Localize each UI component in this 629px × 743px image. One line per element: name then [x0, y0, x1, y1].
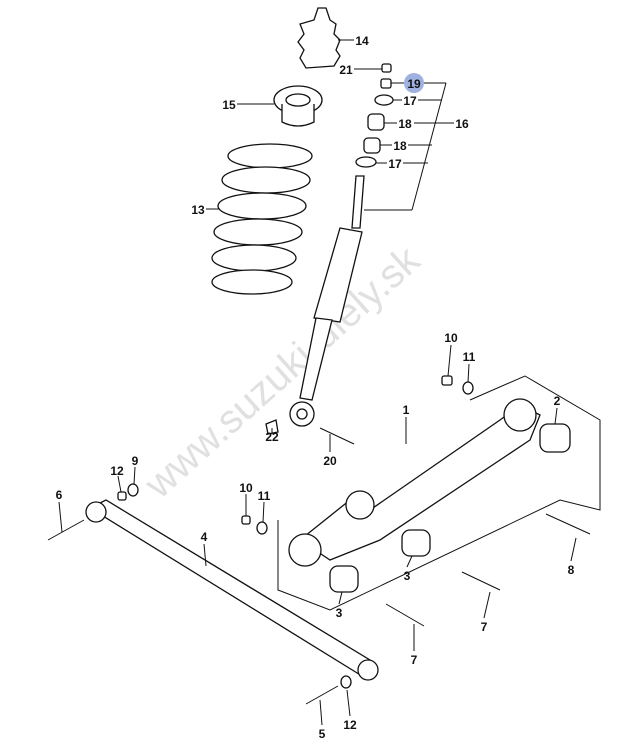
callout-13[interactable]: 13 [191, 203, 205, 217]
callout-5[interactable]: 5 [319, 727, 326, 741]
callout-18[interactable]: 18 [393, 139, 407, 153]
callout-11[interactable]: 11 [258, 489, 271, 503]
callout-10[interactable]: 10 [444, 331, 458, 345]
callout-17[interactable]: 17 [403, 94, 417, 108]
callout-3[interactable]: 3 [336, 606, 343, 620]
callout-7[interactable]: 7 [411, 653, 418, 667]
mount-hardware-parts [355, 63, 394, 168]
callout-12[interactable]: 12 [343, 718, 357, 732]
callout-1[interactable]: 1 [403, 403, 410, 417]
callout-21[interactable]: 21 [339, 63, 353, 77]
bushing-parts [329, 423, 571, 593]
callout-7[interactable]: 7 [481, 620, 488, 634]
callout-3[interactable]: 3 [404, 569, 411, 583]
coil-spring-part [211, 143, 313, 295]
group-outline [277, 375, 601, 611]
highlight-marker [404, 73, 424, 93]
spring-seat-part [273, 85, 323, 127]
lateral-rod-part [85, 499, 379, 681]
callout-12[interactable]: 12 [110, 464, 124, 478]
callout-22[interactable]: 22 [265, 430, 279, 444]
callout-11[interactable]: 11 [463, 350, 476, 364]
callout-2[interactable]: 2 [554, 394, 561, 408]
callout-17[interactable]: 17 [388, 157, 402, 171]
callout-9[interactable]: 9 [132, 454, 139, 468]
bump-stop-part [297, 7, 341, 69]
callout-4[interactable]: 4 [201, 530, 208, 544]
callout-14[interactable]: 14 [355, 34, 369, 48]
callout-15[interactable]: 15 [222, 98, 236, 112]
control-arm-part [288, 398, 541, 567]
leader-lines [58, 39, 577, 726]
callout-19[interactable]: 19 [407, 77, 421, 91]
callout-10[interactable]: 10 [239, 481, 253, 495]
bolt-parts [47, 375, 591, 705]
shock-absorber-part [289, 175, 365, 427]
callout-18[interactable]: 18 [398, 117, 412, 131]
callout-16[interactable]: 16 [455, 117, 469, 131]
callout-8[interactable]: 8 [568, 563, 575, 577]
callout-6[interactable]: 6 [56, 488, 63, 502]
callout-labels: 14 21 19 15 17 18 16 18 17 13 10 11 1 2 … [56, 34, 575, 741]
callout-20[interactable]: 20 [323, 454, 337, 468]
